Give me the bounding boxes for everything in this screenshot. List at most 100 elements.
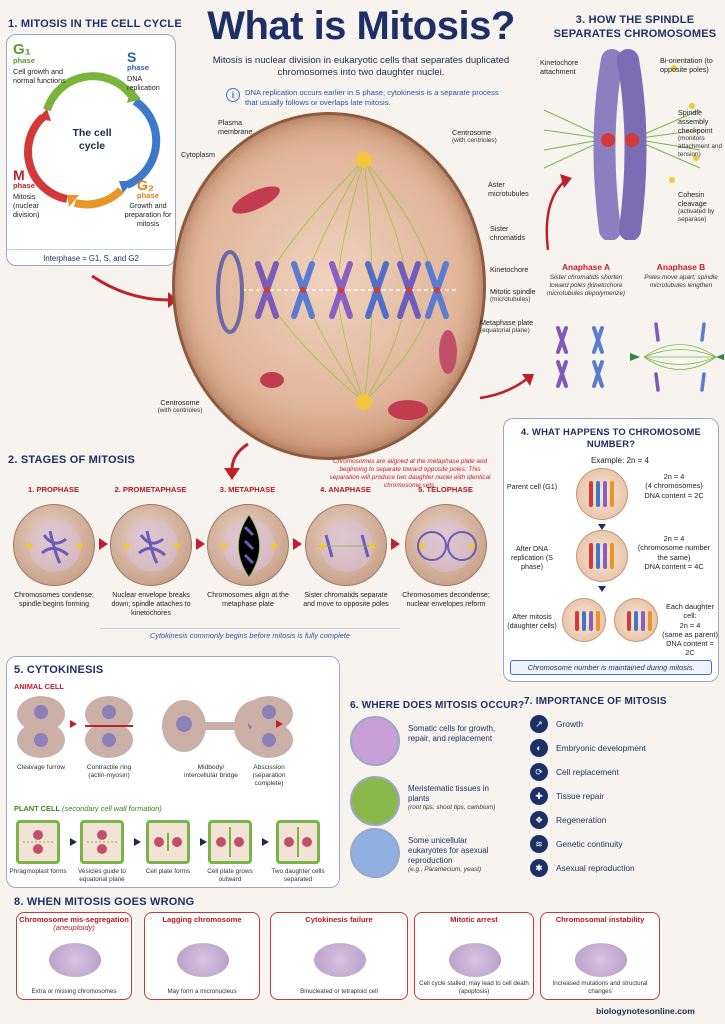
chromosome: [610, 543, 614, 569]
centrosome-bot-sub: (with centrioles): [157, 407, 203, 414]
chromosome: [627, 611, 631, 631]
chromosome: [575, 611, 579, 631]
stage-cell-image: [207, 504, 289, 586]
info-note-text: DNA replication occurs earlier in S phas…: [245, 88, 499, 107]
plant-arrow: [262, 838, 269, 846]
stage-desc: Chromosomes align at the metaphase plate: [207, 592, 289, 608]
s6-sub: (e.g., Paramecium, yeast): [408, 866, 482, 873]
stage-name: 5. TELOPHASE: [418, 485, 473, 494]
wrong-desc: May form a micronucleus: [167, 987, 237, 995]
anaphase-b-desc: Poles move apart; spindle microtubules l…: [644, 274, 718, 289]
m-desc: Mitosis (nuclear division): [13, 192, 40, 219]
plant-step-label: Two daughter cells separated: [271, 868, 325, 883]
label-spindle: Mitotic spindle (microtubules): [490, 287, 550, 304]
plant-step-image: [208, 820, 252, 864]
info-note: i DNA replication occurs earlier in S ph…: [226, 88, 508, 108]
importance-item: ❖Regeneration: [530, 810, 606, 830]
spindle-sub: (microtubules): [490, 296, 531, 303]
plant-arrow: [134, 838, 141, 846]
importance-item: ◐ Embryonic development: [530, 738, 646, 758]
arrow-to-cell: [91, 274, 178, 308]
animal-step-label: Abscission (separation complete): [252, 764, 286, 788]
cell-cycle-center: The cell cycle: [72, 127, 112, 152]
s6-main: Some unicellular eukaryotes for asexual …: [408, 836, 489, 865]
s6-image: [350, 716, 400, 766]
plant-step-image: [80, 820, 124, 864]
animal-cell-label: ANIMAL CELL: [14, 682, 64, 691]
label-centrosome-bot: Centrosome (with centrioles): [140, 398, 220, 415]
section7-title: 7. IMPORTANCE OF MITOSIS: [524, 696, 667, 707]
section8-title: 8. WHEN MITOSIS GOES WRONG: [14, 896, 195, 908]
arrow-cell-to-spindle: [545, 174, 572, 251]
wrong-sub: (aneuploidy): [53, 923, 95, 933]
wrong-desc: Increased mutations and structural chang…: [552, 980, 648, 995]
s6-text: Meristematic tissues in plants(root tips…: [408, 784, 508, 812]
m-label: M: [13, 167, 25, 183]
stage-arrow: [196, 538, 205, 550]
plant-step-label: Phragmoplast forms: [9, 868, 67, 875]
plant-arrow: [70, 838, 77, 846]
wrong-title: Chromosomal instability: [555, 915, 645, 924]
importance-icon: ❖: [530, 811, 548, 829]
s4-cell-image: [562, 598, 606, 642]
g1-sub: phase: [13, 56, 35, 65]
s4-footer: Chromosome number is maintained during m…: [510, 660, 712, 675]
s6-main: Meristematic tissues in plants: [408, 784, 489, 803]
chromosome: [634, 611, 638, 631]
plant-step-label: Cell plate grows outward: [207, 868, 253, 883]
s6-text: Somatic cells for growth, repair, and re…: [408, 724, 508, 744]
s3-biorient: Bi-orientation (to opposite poles): [660, 56, 713, 74]
stage-name: 4. ANAPHASE: [320, 485, 371, 494]
wrong-title: Cytokinesis failure: [305, 915, 373, 924]
importance-icon: ◐: [530, 739, 548, 757]
anaphase-b-title: Anaphase B: [656, 262, 706, 272]
s4-row-label: After mitosis (daughter cells): [507, 612, 557, 630]
plate-sub: (equatorial plane): [480, 327, 530, 334]
g2-desc: Growth and preparation for mitosis: [124, 201, 172, 228]
anaphase-a-title: Anaphase A: [561, 262, 611, 272]
importance-label: Genetic continuity: [556, 839, 623, 849]
chromosome: [589, 481, 593, 507]
stage-name: 1. PROPHASE: [27, 485, 80, 494]
s4-row-label: After DNA replication (S phase): [511, 544, 553, 571]
label-aster: Aster microtubules: [488, 180, 529, 198]
importance-label: Embryonic development: [556, 743, 646, 753]
centrosome-top-sub: (with centrioles): [452, 137, 497, 144]
animal-arrow: [70, 720, 77, 728]
stage-desc: Sister chromatids separate and move to o…: [303, 592, 389, 608]
footer-url[interactable]: biologynotesonline.com: [596, 1006, 695, 1016]
s6-sub: (root tips, shoot tips, cambium): [408, 804, 496, 811]
cell-note: Chromosomes are aligned at the metaphase…: [329, 458, 491, 489]
page-title: What is Mitosis?: [207, 4, 515, 48]
anaphase-b: Anaphase B Poles move apart; spindle mic…: [640, 262, 722, 290]
centrosome-top-title: Centrosome: [452, 128, 492, 137]
g1-label: G₁: [13, 41, 31, 58]
chromosome: [596, 611, 600, 631]
animal-step-label: Cleavage furrow: [16, 764, 65, 771]
arrow-to-section3: [479, 374, 534, 400]
animal-arrow: [276, 720, 283, 728]
animal-step-label: Midbody/ intercellular bridge: [184, 764, 238, 780]
importance-label: Asexual reproduction: [556, 863, 635, 873]
plant-sub: (secondary cell wall formation): [62, 804, 162, 813]
importance-label: Growth: [556, 719, 583, 729]
s4-cell-image: [576, 468, 628, 520]
wrong-title: Lagging chromosome: [162, 915, 242, 924]
s3-checkpoint: Spindle assembly checkpoint (monitors at…: [678, 108, 725, 159]
label-plasma: Plasma membrane: [218, 118, 253, 136]
m-phase: M phase Mitosis (nuclear division): [13, 167, 63, 219]
section6-title: 6. WHERE DOES MITOSIS OCCUR?: [350, 700, 525, 711]
s4-example: Example: 2n = 4: [590, 456, 650, 465]
chromosome: [603, 543, 607, 569]
animal-step-image: [240, 694, 298, 758]
plant-arrow: [200, 838, 207, 846]
plant-step-label: Vesicles guide to equatorial plane: [78, 868, 126, 883]
g2-sub: phase: [137, 191, 159, 200]
chromosome: [603, 481, 607, 507]
stage-arrow: [99, 538, 108, 550]
wrong-image: [49, 943, 101, 977]
stages-footer: Cytokinesis commonly begins before mitos…: [100, 628, 400, 640]
